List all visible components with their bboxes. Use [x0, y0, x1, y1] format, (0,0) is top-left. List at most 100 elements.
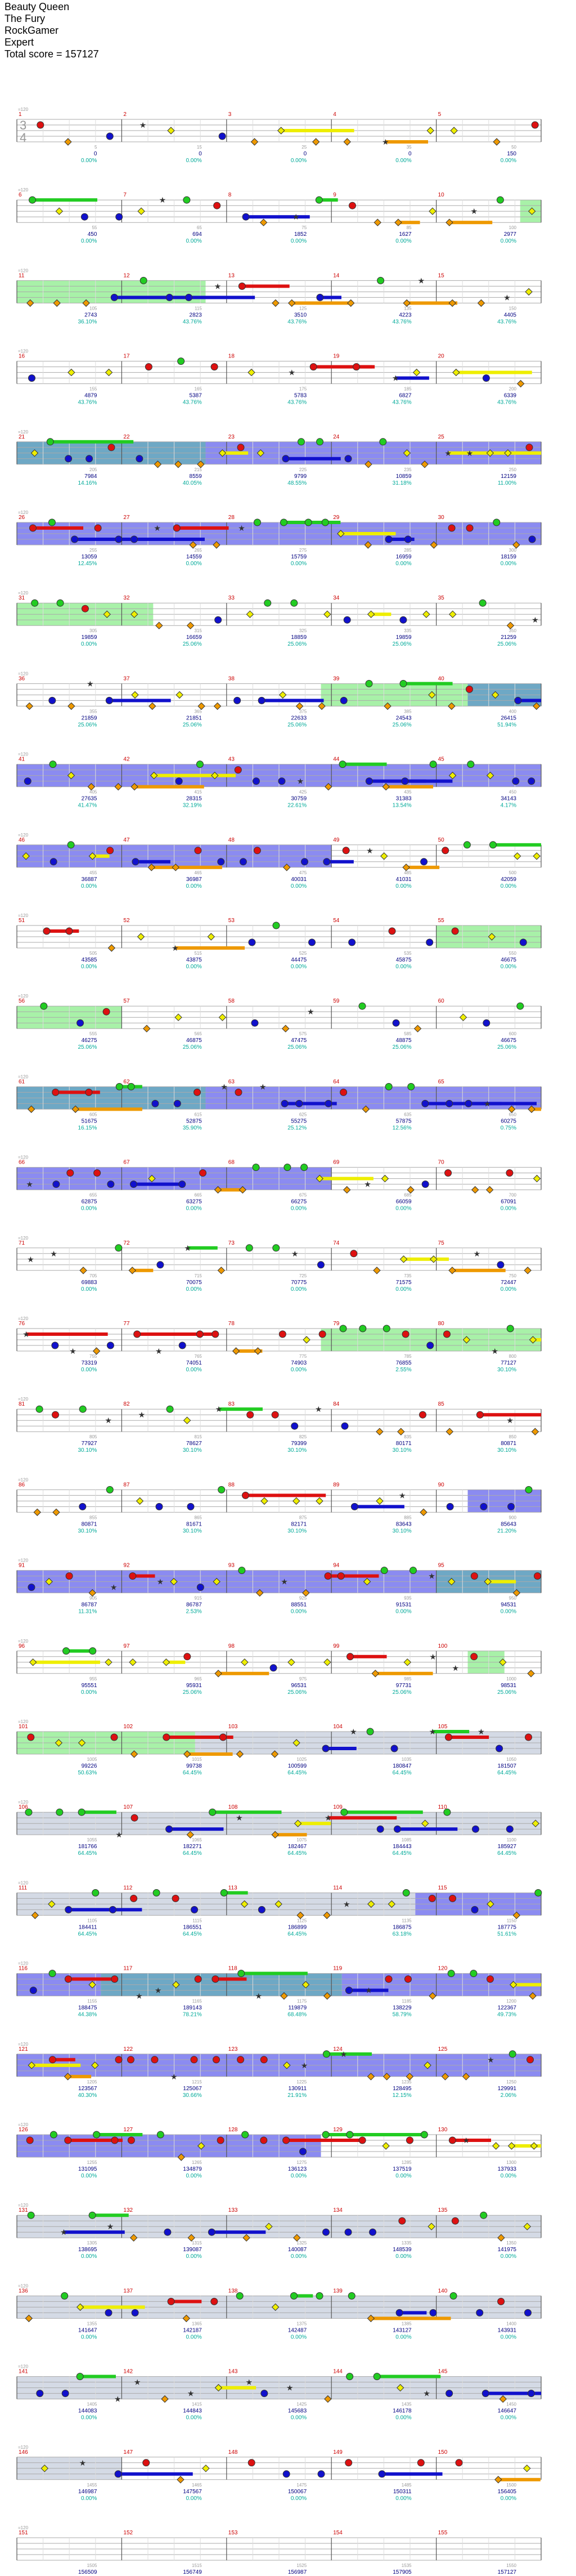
note-diamond: [531, 1428, 539, 1435]
sustain-tail: [518, 699, 541, 703]
note-gem: [369, 2228, 377, 2236]
note-diamond: [182, 2314, 190, 2323]
star-note: ★: [187, 2390, 195, 2399]
position-marker: 5: [94, 145, 97, 150]
note-gem: [110, 1733, 118, 1741]
bar-percent: 36.10%: [78, 319, 97, 325]
bar-score: 57875: [396, 1118, 412, 1124]
note-diamond: [388, 1900, 396, 1908]
note-gem: [127, 1083, 135, 1090]
bar-percent: 64.45%: [393, 1770, 412, 1776]
bar-percent: 0.00%: [81, 158, 97, 164]
position-marker: 75: [302, 225, 307, 230]
bar-percent: 0.00%: [291, 561, 307, 567]
sustain-tail: [285, 1102, 337, 1106]
tempo-mark: =120: [18, 1236, 29, 1241]
sustain-tail: [403, 682, 453, 686]
bar-score: 77927: [82, 1441, 97, 1447]
note-diamond: [346, 299, 355, 307]
bar-score: 184411: [79, 1924, 97, 1930]
note-diamond: [147, 864, 156, 871]
note-diamond: [22, 852, 30, 860]
bar-percent: 35.90%: [183, 1125, 202, 1131]
sustain-tail: [218, 2386, 256, 2390]
tempo-mark: =120: [18, 994, 29, 999]
bar-percent: 43.76%: [287, 319, 307, 325]
sustain-tail: [399, 2311, 427, 2315]
bar-score: 186875: [393, 1924, 412, 1930]
note-diamond: [324, 2395, 332, 2403]
sustain-tail: [66, 1649, 95, 1653]
note-diamond: [202, 2465, 210, 2472]
bar-percent: 30.10%: [393, 1447, 412, 1454]
bar-score: 0: [199, 151, 202, 157]
tempo-mark: =120: [18, 2283, 29, 2288]
bar-score: 74051: [186, 1360, 202, 1366]
position-marker: 1205: [87, 2079, 97, 2085]
bar-number: 112: [123, 1885, 132, 1891]
note-diamond: [529, 1336, 537, 1344]
note-gem: [444, 1169, 452, 1177]
note-diamond: [92, 1347, 101, 1355]
position-marker: 1055: [87, 1837, 97, 1842]
note-diamond: [217, 1267, 226, 1274]
bar-number: 124: [333, 2046, 343, 2052]
note-gem: [315, 196, 323, 204]
note-diamond: [197, 702, 205, 710]
bar-percent: 64.45%: [287, 1850, 307, 1857]
bar-number: 122: [123, 2046, 133, 2052]
sustain-tail: [326, 2052, 372, 2056]
star-note: ★: [487, 2056, 494, 2065]
sustain-tail: [313, 365, 372, 369]
note-gem: [321, 518, 329, 526]
note-gem: [446, 2390, 453, 2398]
note-gem: [48, 1970, 56, 1978]
bar-percent: 0.00%: [395, 2415, 411, 2421]
sustain-tail: [448, 1736, 489, 1739]
sustain-tail: [80, 2305, 145, 2309]
sustain-tail: [349, 1988, 389, 1992]
tempo-mark: =120: [18, 2203, 29, 2208]
bar-score: 71575: [396, 1280, 412, 1286]
sustain-tail: [218, 1188, 243, 1192]
star-note: ★: [281, 1578, 288, 1587]
chart-row: 141=12014051440830.00%14214151448430.00%…: [16, 2364, 542, 2421]
bar-number: 96: [19, 1643, 25, 1649]
note-gem: [165, 1825, 173, 1833]
bar-score: 78627: [186, 1441, 202, 1447]
note-gem: [194, 847, 202, 855]
bar-percent: 0.00%: [291, 1367, 307, 1373]
sustain-tail: [340, 532, 396, 535]
note-gem: [531, 121, 539, 129]
note-diamond: [367, 2073, 375, 2081]
sustain-tail: [493, 843, 541, 847]
note-diamond: [265, 2222, 273, 2230]
position-marker: 955: [89, 1676, 97, 1681]
note-gem: [183, 196, 191, 204]
star-note: ★: [159, 196, 166, 205]
note-diamond: [271, 2303, 280, 2311]
bar-percent: 64.45%: [497, 1770, 516, 1776]
position-marker: 715: [194, 1273, 202, 1278]
tempo-mark: =120: [18, 1477, 29, 1482]
note-diamond: [512, 541, 520, 549]
bar-percent: 43.76%: [287, 400, 307, 406]
note-gem: [350, 1250, 358, 1258]
bar-score: 6827: [399, 393, 412, 399]
position-marker: 500: [509, 870, 517, 875]
note-gem: [212, 1330, 219, 1338]
note-diamond: [246, 610, 254, 618]
position-marker: 575: [299, 1031, 307, 1036]
note-gem: [482, 2390, 489, 2398]
bar-number: 141: [19, 2369, 28, 2375]
bar-score: 91531: [396, 1602, 412, 1608]
sustain-tail: [485, 2391, 541, 2395]
star-note: ★: [215, 1405, 223, 1414]
position-marker: 665: [194, 1193, 202, 1198]
note-gem: [476, 2309, 484, 2316]
bar-score: 21851: [186, 715, 202, 721]
bar-score: 156405: [498, 2489, 517, 2495]
note-gem: [290, 2292, 298, 2300]
note-gem: [31, 599, 39, 607]
note-gem: [365, 777, 373, 785]
